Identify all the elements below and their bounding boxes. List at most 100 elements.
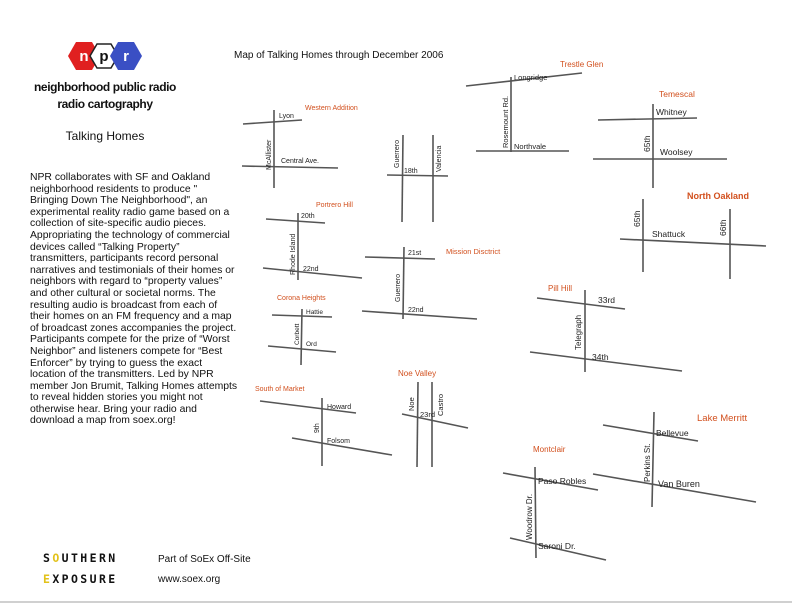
southern-exposure-logo-line1: SOUTHERN xyxy=(43,551,118,565)
street-20th: 20th xyxy=(301,213,315,220)
street-21st: 21st xyxy=(408,250,421,257)
street-65th-temescal: 65th xyxy=(642,135,652,152)
noe-street-line xyxy=(416,381,419,468)
npr-logo: n p r xyxy=(68,42,142,70)
street-shattuck: Shattuck xyxy=(652,229,686,239)
street-hattie: Hattie xyxy=(306,309,323,316)
street-folsom: Folsom xyxy=(327,438,350,445)
saroni-line xyxy=(509,537,607,561)
noe-valley-block: Noe Valley Noe 23rd Castro xyxy=(398,369,469,468)
street-rhode-island: Rhode Island xyxy=(290,234,297,275)
street-valencia: Valencia xyxy=(436,146,443,172)
guerrero-mission-line xyxy=(402,246,405,320)
street-corbett: Corbett xyxy=(294,323,301,345)
20th-street-line xyxy=(265,218,326,224)
street-rosemount: Rosemount Rd. xyxy=(501,96,510,148)
street-bellevue: Bellevue xyxy=(656,428,689,438)
longridge-line xyxy=(465,72,583,87)
lyon-street-line xyxy=(242,119,303,125)
street-whitney: Whitney xyxy=(656,107,687,117)
street-22nd-mission: 22nd xyxy=(408,307,424,314)
mission-district-block: Mission Disctrict 21st Guerrero 22nd xyxy=(361,246,501,320)
perkins-line xyxy=(651,411,655,508)
logo-letter-n: n xyxy=(79,48,88,65)
neighborhood-trestle-glen: Trestle Glen xyxy=(560,60,603,69)
ord-street-line xyxy=(267,345,337,353)
street-23rd: 23rd xyxy=(420,410,435,419)
street-central-ave: Central Ave. xyxy=(281,158,319,165)
logo-letter-p: p xyxy=(99,48,108,65)
shattuck-line xyxy=(619,238,767,247)
street-woolsey: Woolsey xyxy=(660,147,693,157)
street-saroni: Saroni Dr. xyxy=(538,541,576,551)
north-oakland-block: North Oakland 65th 66th Shattuck xyxy=(619,191,767,279)
street-mcallister: McAllister xyxy=(266,139,273,170)
street-perkins: Perkins St. xyxy=(643,443,652,482)
temescal-block: Temescal Whitney 65th Woolsey xyxy=(593,89,727,188)
23rd-street-line xyxy=(401,413,469,429)
project-title: Talking Homes xyxy=(65,129,145,143)
logo-letter-r: r xyxy=(123,48,129,65)
street-noe: Noe xyxy=(407,397,416,411)
south-of-market-block: South of Market Howard 9th Folsom xyxy=(255,386,393,466)
neighborhood-temescal: Temescal xyxy=(659,89,695,99)
potrero-hill-block: Portrero Hill 20th Rhode Island 22nd xyxy=(262,202,363,280)
org-name: neighborhood public radio xyxy=(34,80,176,94)
project-description: NPR collaborates with SF and Oakland nei… xyxy=(30,172,238,427)
street-ord: Ord xyxy=(306,341,317,348)
street-telegraph: Telegraph xyxy=(574,315,583,350)
folsom-street-line xyxy=(291,437,393,456)
whitney-line xyxy=(597,117,698,121)
bellevue-line xyxy=(602,424,699,442)
neighborhood-mission: Mission Disctrict xyxy=(446,247,501,256)
guerrero-street-line xyxy=(401,134,404,223)
18th-street-line xyxy=(386,174,449,177)
21st-street-line xyxy=(364,256,436,260)
sponsor-text: Part of SoEx Off-Site xyxy=(158,554,251,565)
street-22nd-potrero: 22nd xyxy=(303,266,319,273)
street-guerrero-18: Guerrero xyxy=(394,140,401,168)
street-33rd: 33rd xyxy=(598,295,615,305)
neighborhood-potrero-hill: Portrero Hill xyxy=(316,202,353,209)
central-ave-line xyxy=(241,165,339,169)
neighborhood-montclair: Montclair xyxy=(533,445,566,454)
street-longridge: Longridge xyxy=(514,73,547,82)
western-addition-block: Western Addition Lyon McAllister Central… xyxy=(241,105,358,188)
trestle-glen-block: Trestle Glen Longridge Rosemount Rd. Nor… xyxy=(465,60,603,152)
montclair-block: Montclair Paso Robles Woodrow Dr. Saroni… xyxy=(502,445,607,561)
corona-heights-block: Corona Heights Hattie Corbett Ord xyxy=(267,295,337,366)
bottom-divider xyxy=(0,601,792,603)
22nd-street-mission-line xyxy=(361,310,478,320)
street-castro: Castro xyxy=(436,394,445,416)
org-subtitle: radio cartography xyxy=(57,97,153,111)
neighborhood-south-of-market: South of Market xyxy=(255,386,304,393)
street-65th-north: 65th xyxy=(632,210,642,227)
woodrow-line xyxy=(534,466,537,559)
map-title: Map of Talking Homes through December 20… xyxy=(234,50,444,61)
street-woodrow: Woodrow Dr. xyxy=(525,494,534,540)
street-paso-robles: Paso Robles xyxy=(538,476,586,486)
logo-hexagon-r: r xyxy=(110,42,142,70)
22nd-street-potrero-line xyxy=(262,267,363,279)
lake-merritt-block: Lake Merritt Bellevue Perkins St. Van Bu… xyxy=(592,411,757,508)
howard-street-line xyxy=(259,400,357,414)
street-34th: 34th xyxy=(592,352,609,362)
33rd-street-line xyxy=(536,297,626,310)
paso-robles-line xyxy=(502,472,599,491)
pill-hill-block: Pill Hill 33rd Telegraph 34th xyxy=(529,284,683,372)
van-buren-line xyxy=(592,473,757,503)
neighborhood-corona-heights: Corona Heights xyxy=(277,295,326,302)
street-guerrero-mission: Guerrero xyxy=(395,274,402,302)
street-howard: Howard xyxy=(327,404,351,411)
neighborhood-north-oakland: North Oakland xyxy=(687,191,749,201)
sponsor-url: www.soex.org xyxy=(158,574,221,585)
corbett-street-line xyxy=(300,308,303,366)
34th-street-line xyxy=(529,351,683,372)
neighborhood-western-addition: Western Addition xyxy=(305,105,358,112)
neighborhood-pill-hill: Pill Hill xyxy=(548,284,572,293)
street-van-buren: Van Buren xyxy=(658,479,700,489)
street-9th: 9th xyxy=(314,423,321,433)
street-lyon: Lyon xyxy=(279,113,294,120)
neighborhood-lake-merritt: Lake Merritt xyxy=(697,413,748,424)
